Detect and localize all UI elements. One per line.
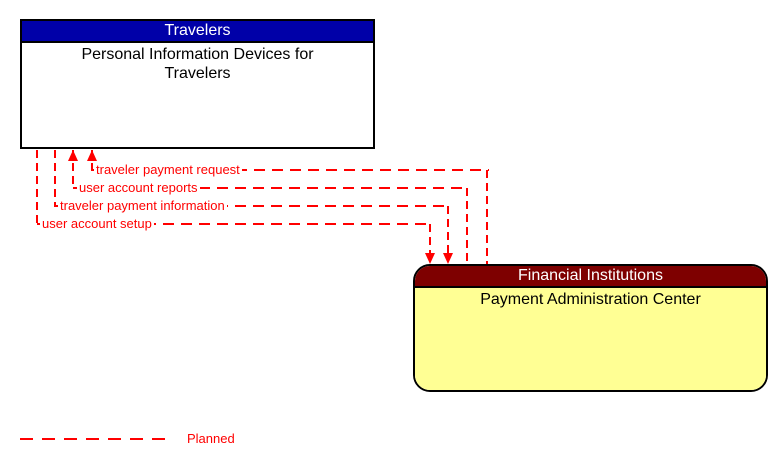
travelers-body: Personal Information Devices for Travele… [22,43,373,83]
flow-label-traveler-payment-information[interactable]: traveler payment information [58,198,227,213]
flow-label-traveler-payment-request[interactable]: traveler payment request [94,162,242,177]
flow3-right-line [447,206,449,253]
flow3-horizontal-line [55,205,450,207]
flow4-right-line [429,224,431,253]
node-travelers[interactable]: Travelers Personal Information Devices f… [20,19,375,149]
financial-header: Financial Institutions [415,266,766,288]
flow-label-user-account-setup[interactable]: user account setup [40,216,154,231]
flow-label-user-account-reports[interactable]: user account reports [77,180,200,195]
travelers-header: Travelers [22,21,373,43]
travelers-body-label: Personal Information Devices for Travele… [81,46,314,82]
flow1-right-line [486,170,488,264]
flow2-right-line [466,188,468,264]
flow4-down-arrow-icon [425,253,435,264]
flow3-down-arrow-icon [443,253,453,264]
flow2-left-line [72,150,74,189]
financial-body: Payment Administration Center [415,288,766,390]
flow2-up-arrow-icon [68,150,78,161]
flow4-horizontal-line [37,223,432,225]
flow1-up-arrow-icon [87,150,97,161]
flow4-left-line [36,150,38,225]
legend-dashed-line [20,438,168,440]
flow1-horizontal-line [92,169,489,171]
flow3-left-line [54,150,56,207]
legend-label: Planned [187,431,235,446]
flow2-horizontal-line [73,187,469,189]
node-financial-institutions[interactable]: Financial Institutions Payment Administr… [413,264,768,392]
